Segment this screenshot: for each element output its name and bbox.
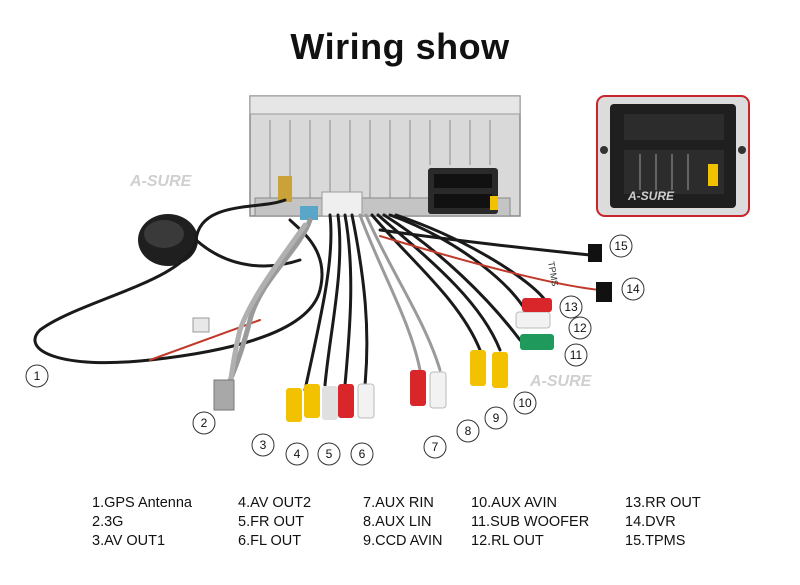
gps-antenna — [138, 214, 198, 266]
legend-column-1: 1.GPS Antenna 2.3G 3.AV OUT1 — [92, 494, 192, 551]
callout-6: 6 — [350, 442, 374, 466]
inset-watermark: A-SURE — [627, 189, 675, 203]
watermark-right: A-SURE — [529, 373, 593, 390]
legend-item-sub-woofer: 11.SUB WOOFER — [471, 514, 590, 530]
legend-item-av-out1: 3.AV OUT1 — [92, 533, 166, 549]
legend-column-5: 13.RR OUT 14.DVR 15.TPMS — [625, 494, 701, 551]
page-title: Wiring show — [290, 26, 510, 67]
callout-4: 4 — [285, 442, 309, 466]
callout-1: 1 — [25, 364, 49, 388]
callout-12: 12 — [568, 316, 592, 340]
connector-closeup-inset: A-SURE — [596, 95, 750, 217]
svg-text:12: 12 — [573, 321, 587, 335]
svg-text:3: 3 — [260, 438, 267, 452]
legend-item-aux-lin: 8.AUX LIN — [363, 514, 432, 530]
svg-text:8: 8 — [465, 424, 472, 438]
legend-item-rl-out: 12.RL OUT — [471, 533, 544, 549]
tpms-connector — [588, 244, 602, 262]
legend-item-tpms: 15.TPMS — [625, 533, 686, 549]
svg-text:15: 15 — [614, 239, 628, 253]
legend-column-3: 7.AUX RIN 8.AUX LIN 9.CCD AVIN — [363, 494, 443, 551]
legend-item-av-out2: 4.AV OUT2 — [238, 495, 312, 511]
legend-item-aux-avin: 10.AUX AVIN — [471, 495, 557, 511]
callout-5: 5 — [317, 442, 341, 466]
callout-11: 11 — [564, 343, 588, 367]
legend-item-gps-antenna: 1.GPS Antenna — [92, 495, 192, 511]
legend-column-2: 4.AV OUT2 5.FR OUT 6.FL OUT — [238, 494, 311, 551]
callout-2: 2 — [192, 411, 216, 435]
callout-15: 15 — [609, 234, 633, 258]
3g-plug — [213, 379, 235, 411]
tpms-cable-label: TPMS — [546, 261, 560, 287]
av-harness-plug — [321, 191, 363, 217]
iso-connector — [428, 168, 498, 214]
svg-text:11: 11 — [570, 348, 583, 362]
svg-text:9: 9 — [493, 411, 500, 425]
svg-text:2: 2 — [201, 416, 208, 430]
legend-column-4: 10.AUX AVIN 11.SUB WOOFER 12.RL OUT — [471, 494, 589, 551]
3g-plug-tag — [192, 317, 210, 333]
legend-item-fl-out: 6.FL OUT — [238, 533, 302, 549]
svg-text:5: 5 — [326, 447, 333, 461]
svg-text:13: 13 — [564, 300, 578, 314]
callouts: 1 2 3 4 5 6 7 8 9 10 11 12 13 14 15 — [25, 234, 645, 466]
callout-3: 3 — [251, 433, 275, 457]
callout-7: 7 — [423, 435, 447, 459]
gps-antenna-port — [278, 176, 292, 202]
legend-item-3g: 2.3G — [92, 514, 124, 530]
legend-item-dvr: 14.DVR — [625, 514, 676, 530]
callout-13: 13 — [559, 295, 583, 319]
svg-text:10: 10 — [518, 396, 532, 410]
legend: 1.GPS Antenna 2.3G 3.AV OUT1 4.AV OUT2 5… — [92, 494, 732, 554]
legend-item-rr-out: 13.RR OUT — [625, 495, 701, 511]
svg-text:1: 1 — [34, 369, 41, 383]
svg-text:7: 7 — [432, 440, 439, 454]
callout-9: 9 — [484, 406, 508, 430]
callout-14: 14 — [621, 277, 645, 301]
rca-plugs — [286, 298, 554, 422]
svg-text:14: 14 — [626, 282, 640, 296]
watermark-left: A-SURE — [129, 173, 193, 190]
dvr-connector — [596, 282, 612, 302]
svg-text:4: 4 — [294, 447, 301, 461]
legend-item-fr-out: 5.FR OUT — [238, 514, 305, 530]
callout-10: 10 — [513, 391, 537, 415]
svg-text:6: 6 — [359, 447, 366, 461]
legend-item-aux-rin: 7.AUX RIN — [363, 495, 434, 511]
legend-item-ccd-avin: 9.CCD AVIN — [363, 533, 443, 549]
3g-port — [300, 206, 318, 220]
callout-8: 8 — [456, 419, 480, 443]
cables — [33, 198, 601, 408]
